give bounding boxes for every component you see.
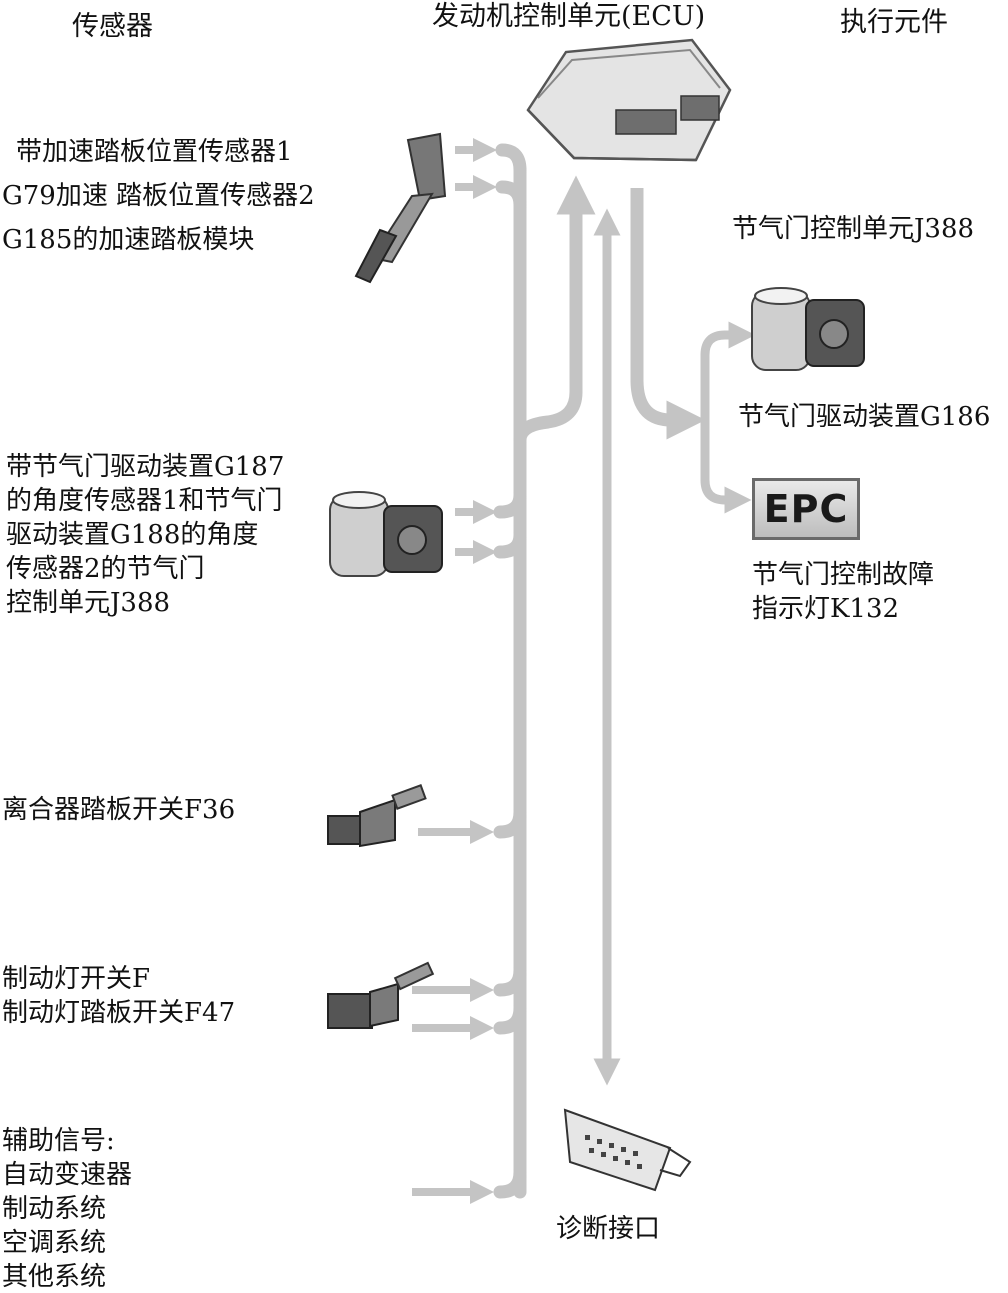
obd-connector-icon <box>563 1108 692 1192</box>
label-throttle-line-1: 带节气门驱动装置G187 <box>6 452 285 482</box>
label-aux-line-5: 其他系统 <box>2 1262 107 1292</box>
label-aux-line-1: 辅助信号: <box>2 1126 115 1156</box>
label-diagnostic-port: 诊断接口 <box>556 1214 661 1244</box>
throttle-body-icon <box>329 491 443 577</box>
label-clutch-switch: 离合器踏板开关F36 <box>2 793 235 827</box>
branch-throttle-2 <box>493 528 527 559</box>
label-throttle-line-2: 的角度传感器1和节气门 <box>6 486 283 516</box>
label-clutch-line-1: 离合器踏板开关F36 <box>2 795 236 825</box>
branch-brake-1 <box>493 963 527 997</box>
branch-aux <box>493 1165 527 1199</box>
branch-pedal-1 <box>495 143 527 177</box>
sensor-bus <box>493 143 596 1199</box>
input-arrows <box>412 138 497 1204</box>
epc-badge-text: EPC <box>763 487 849 531</box>
label-aux-line-4: 空调系统 <box>2 1228 107 1258</box>
clutch-switch-icon <box>327 784 427 848</box>
label-brake-line-1: 制动灯开关F <box>2 964 151 994</box>
header-sensors: 传感器 <box>72 11 153 42</box>
label-fault-lamp-line-1: 节气门控制故障 <box>752 560 935 590</box>
label-throttle-line-5: 控制单元J388 <box>6 588 171 618</box>
label-brake-line-2: 制动灯踏板开关F47 <box>2 998 236 1028</box>
label-throttle-control-unit: 节气门控制单元J388 <box>732 214 975 244</box>
label-aux-line-2: 自动变速器 <box>2 1160 133 1190</box>
label-fault-lamp-line-2: 指示灯K132 <box>752 594 900 624</box>
branch-brake-2 <box>493 1001 527 1035</box>
brake-switch-icon <box>327 961 435 1029</box>
label-pedal-line-3: G185的加速踏板模块 <box>2 225 255 255</box>
epc-lamp-icon: EPC <box>752 478 860 540</box>
label-throttle-drive: 节气门驱动装置G186 <box>738 402 991 432</box>
branch-clutch <box>493 805 527 839</box>
branch-pedal-2 <box>495 180 527 212</box>
label-throttle-line-3: 驱动装置G188的角度 <box>6 520 259 550</box>
header-ecu: 发动机控制单元(ECU) <box>432 1 706 32</box>
label-pedal-module: 带加速踏板位置传感器1 G79加速 踏板位置传感器2 G185的加速踏板模块 <box>2 130 315 262</box>
throttle-body-actuator-icon <box>751 287 865 371</box>
label-pedal-line-1: 带加速踏板位置传感器1 <box>16 137 293 167</box>
branch-epc-lamp <box>700 420 752 514</box>
accelerator-pedal-icon <box>354 132 447 284</box>
header-actuators: 执行元件 <box>840 7 948 38</box>
label-pedal-line-2: G79加速 踏板位置传感器2 <box>2 181 315 211</box>
branch-throttle-1 <box>493 488 527 519</box>
output-arrows <box>630 188 756 514</box>
ecu-icon <box>526 38 732 162</box>
label-fault-lamp: 节气门控制故障 指示灯K132 <box>752 558 934 626</box>
label-aux-line-3: 制动系统 <box>2 1194 107 1224</box>
branch-throttle-drive <box>700 321 756 420</box>
label-brake-switch: 制动灯开关F 制动灯踏板开关F47 <box>2 962 235 1030</box>
label-throttle-angle: 带节气门驱动装置G187 的角度传感器1和节气门 驱动装置G188的角度 传感器… <box>6 450 284 620</box>
bus-to-ecu <box>513 175 596 447</box>
label-aux-signals: 辅助信号: 自动变速器 制动系统 空调系统 其他系统 <box>2 1124 132 1293</box>
ecu-output-line <box>630 188 706 440</box>
label-throttle-line-4: 传感器2的节气门 <box>6 554 205 584</box>
